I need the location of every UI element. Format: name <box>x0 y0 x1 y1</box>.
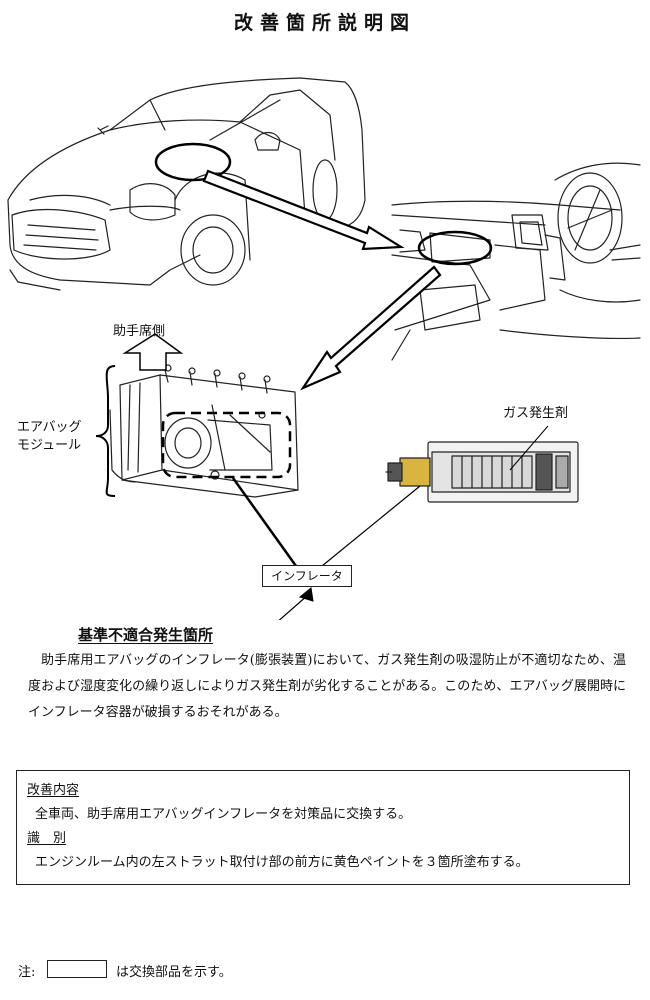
inflator-cross-section <box>385 441 579 503</box>
car-illustration <box>7 77 366 291</box>
note-prefix: 注: <box>18 965 36 980</box>
explanatory-figure <box>7 77 641 620</box>
module-brace <box>95 365 116 497</box>
dashboard-illustration <box>391 162 641 361</box>
arrow-dash-to-module <box>300 265 442 391</box>
gas-generant-label: ガス発生剤 <box>503 406 569 421</box>
callout-arrows <box>122 169 442 391</box>
improvement-box: 改善内容 全車両、助手席用エアバッグインフレータを対策品に交換する。 識 別 エ… <box>16 770 630 885</box>
dashboard-callout-ellipse <box>417 230 493 266</box>
car-callout-ellipse <box>154 142 232 182</box>
leader-lines <box>231 425 549 620</box>
callout-ellipses <box>154 142 493 266</box>
nonconformity-body: 助手席用エアバッグのインフレータ(膨張装置)において、ガス発生剤の吸湿防止が不適… <box>28 653 626 720</box>
improvement-text: 全車両、助手席用エアバッグインフレータを対策品に交換する。 <box>35 807 412 822</box>
replaced-part-dashed-box <box>161 411 292 479</box>
nonconformity-heading: 基準不適合発生箇所 <box>78 626 214 644</box>
passenger-side-label: 助手席側 <box>113 324 166 339</box>
note-text: は交換部品を示す。 <box>116 965 232 980</box>
page-title: 改善箇所説明図 <box>233 12 416 34</box>
arrow-car-to-dash <box>202 169 405 251</box>
module-label-line2: モジュール <box>17 438 82 453</box>
identification-text: エンジンルーム内の左ストラット取付け部の前方に黄色ペイントを３箇所塗布する。 <box>35 855 529 870</box>
airbag-module-illustration <box>109 364 299 498</box>
inflator-label: インフレータ <box>262 565 352 587</box>
passenger-side-arrow <box>122 333 184 371</box>
improvement-heading: 改善内容 <box>27 783 80 798</box>
identification-heading: 識 別 <box>27 831 67 846</box>
note-legend-box <box>47 960 107 978</box>
module-label-line1: エアバッグ <box>17 420 82 435</box>
